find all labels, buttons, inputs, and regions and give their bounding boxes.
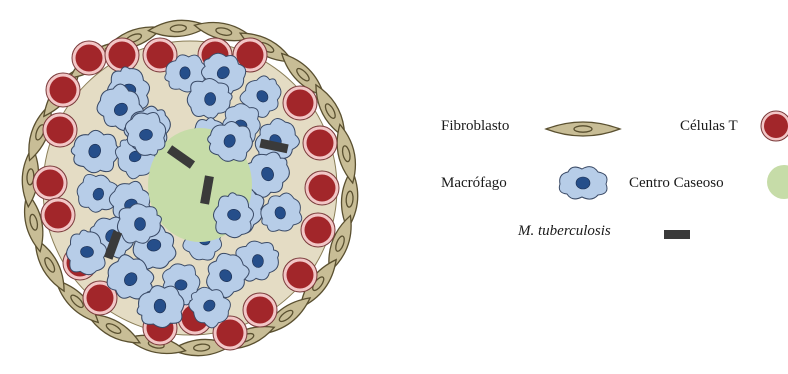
t-cell-icon [760, 110, 788, 142]
granuloma-diagram [0, 0, 380, 374]
legend-t-cells-label: Células T [680, 118, 738, 135]
t-cell-core [109, 42, 136, 69]
macrophage-nucleus [135, 218, 146, 231]
bacillus-rod-icon [662, 227, 694, 241]
legend-caseous-label: Centro Caseoso [629, 175, 724, 192]
t-cell-core [287, 90, 314, 117]
macrophage-nucleus [180, 67, 190, 79]
legend-macrophage-label: Macrófago [441, 175, 507, 192]
t-cell-core [87, 285, 114, 312]
t-cell-core [47, 117, 74, 144]
macrophage-nucleus [154, 299, 166, 313]
legend-bacteria-label: M. tuberculosis [518, 223, 611, 240]
t-cell-core [287, 262, 314, 289]
t-cell-core [217, 320, 244, 347]
fibroblast-cell-icon [543, 118, 623, 140]
macrophage-cell-icon [554, 162, 614, 202]
t-cell-core [307, 130, 334, 157]
caseous-center-icon [760, 162, 788, 202]
t-cell-core [76, 45, 103, 72]
t-cell-core [305, 217, 332, 244]
t-cell-core [247, 297, 274, 324]
t-cell-core [309, 175, 336, 202]
t-cell-core [45, 202, 72, 229]
t-cell-core [50, 77, 77, 104]
t-cell-core [37, 170, 64, 197]
legend-fibroblast-label: Fibroblasto [441, 118, 509, 135]
